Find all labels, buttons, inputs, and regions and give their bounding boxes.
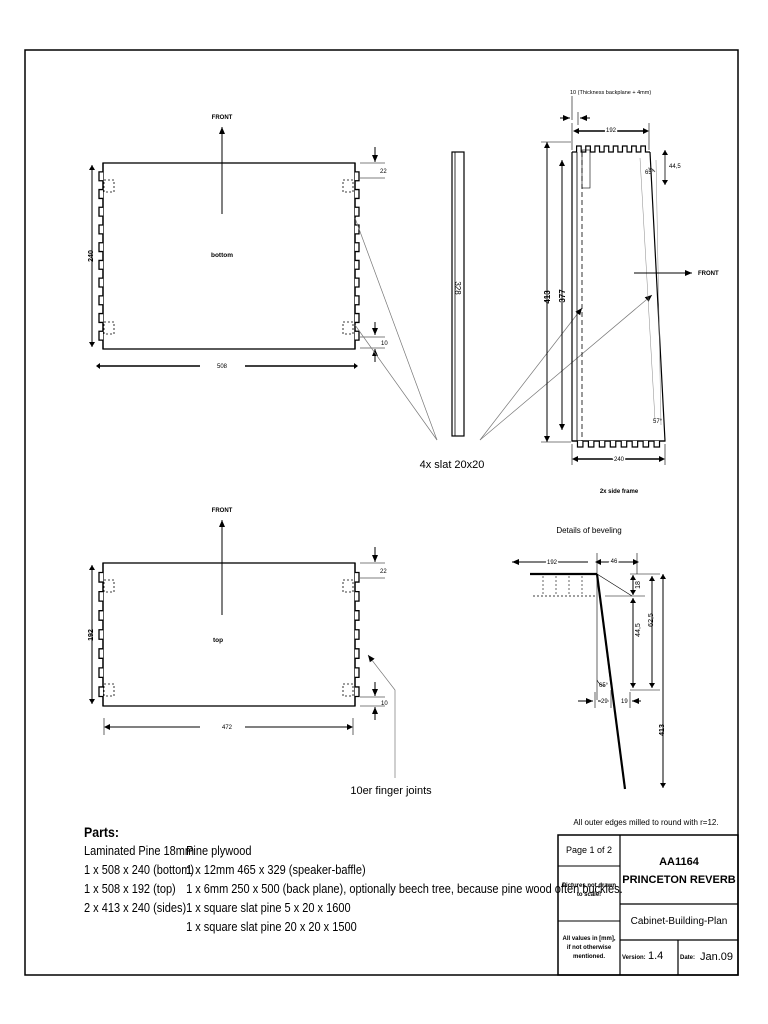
parts-col2-item: 1 x 6mm 250 x 500 (back plane), optional…: [186, 882, 623, 896]
parts-col2-item: 1 x square slat pine 5 x 20 x 1600: [186, 901, 351, 915]
parts-col1-item: 1 x 508 x 192 (top): [84, 882, 176, 896]
side-top-dim: 192: [606, 128, 617, 134]
tb-scale-note: Pictures not drawn to scale!: [562, 883, 617, 898]
bev-29-dim: 29: [601, 699, 608, 705]
tb-plan: Cabinet-Building-Plan: [630, 916, 728, 927]
bottom-label: bottom: [211, 252, 233, 259]
bev-angle: 65°: [599, 683, 609, 689]
thickness-note: 10 (Thickness backplane + 4mm): [570, 90, 651, 96]
bevel-detail-drawing: Details of beveling 192 46 18 44,5 62,5: [512, 526, 666, 790]
side-frame-drawing: 413 377 192 10 (Thickness backplane + 4m…: [541, 90, 719, 495]
parts-list: Parts: Laminated Pine 18mm 1 x 508 x 240…: [84, 823, 623, 934]
bottom-joint-top-dim: 22: [380, 169, 387, 175]
side-angle-bottom: 57°: [653, 419, 663, 425]
tb-date-label: Date:: [680, 955, 696, 961]
bev-19-dim: 19: [621, 699, 628, 705]
bottom-width-dim: 508: [217, 364, 228, 370]
top-board-drawing: FRONT top 192 472 22 10 10er finger join…: [88, 508, 432, 797]
bottom-front-label: FRONT: [212, 115, 233, 121]
bev-18-dim: 18: [635, 581, 642, 589]
bottom-board-drawing: FRONT bottom 240 508 22 10: [88, 115, 388, 370]
tb-code: AA1164: [659, 856, 699, 868]
side-front-label: FRONT: [698, 271, 719, 277]
sheet-border: [24, 49, 739, 976]
tb-date: Jan.09: [700, 951, 734, 963]
top-depth-dim: 192: [88, 629, 95, 641]
top-front-label: FRONT: [212, 508, 233, 514]
beveling-title: Details of beveling: [556, 526, 621, 535]
side-bottom-dim: 240: [614, 457, 625, 463]
slat-length-dim: 328: [453, 281, 462, 295]
tb-version-label: Version:: [622, 955, 646, 961]
parts-col1-item: 2 x 413 x 240 (sides): [84, 901, 187, 915]
title-block: [557, 834, 739, 976]
bev-413-dim: 413: [659, 724, 666, 736]
top-width-dim: 472: [222, 725, 233, 731]
parts-col2-item: 1 x square slat pine 20 x 20 x 1500: [186, 920, 357, 934]
top-joint-bottom-dim: 10: [381, 701, 388, 707]
parts-col1-item: 1 x 508 x 240 (bottom): [84, 863, 195, 877]
tb-name: PRINCETON REVERB: [622, 874, 736, 886]
edges-note: All outer edges milled to round with r=1…: [573, 818, 718, 827]
finger-joints-callout: 10er finger joints: [350, 785, 432, 797]
tb-page: Page 1 of 2: [565, 845, 613, 855]
side-inner-height-dim: 377: [558, 289, 567, 303]
side-outer-height-dim: 413: [543, 290, 552, 304]
top-label: top: [213, 637, 223, 644]
side-bevel-dim: 44,5: [669, 164, 681, 170]
slat-drawing: 328 4x slat 20x20: [354, 151, 653, 471]
parts-col2-header: Pine plywood: [186, 844, 252, 858]
bev-445-dim: 44,5: [635, 623, 642, 637]
tb-units-note: All values in [mm], if not otherwise men…: [562, 936, 616, 960]
top-joint-top-dim: 22: [380, 569, 387, 575]
bev-625-dim: 62,5: [648, 613, 655, 627]
side-angle-top: 65°: [645, 170, 655, 176]
tb-version: 1.4: [648, 950, 664, 962]
parts-col2-item: 1 x 12mm 465 x 329 (speaker-baffle): [186, 863, 366, 877]
bottom-depth-dim: 240: [88, 250, 95, 262]
side-frame-caption: 2x side frame: [600, 489, 639, 495]
slats-callout: 4x slat 20x20: [420, 459, 485, 471]
parts-col1-header: Laminated Pine 18mm: [84, 844, 195, 858]
bottom-joint-bottom-dim: 10: [381, 341, 388, 347]
parts-title: Parts:: [84, 824, 119, 840]
bev-192-dim: 192: [547, 560, 558, 566]
bev-46-dim: 46: [611, 559, 618, 565]
